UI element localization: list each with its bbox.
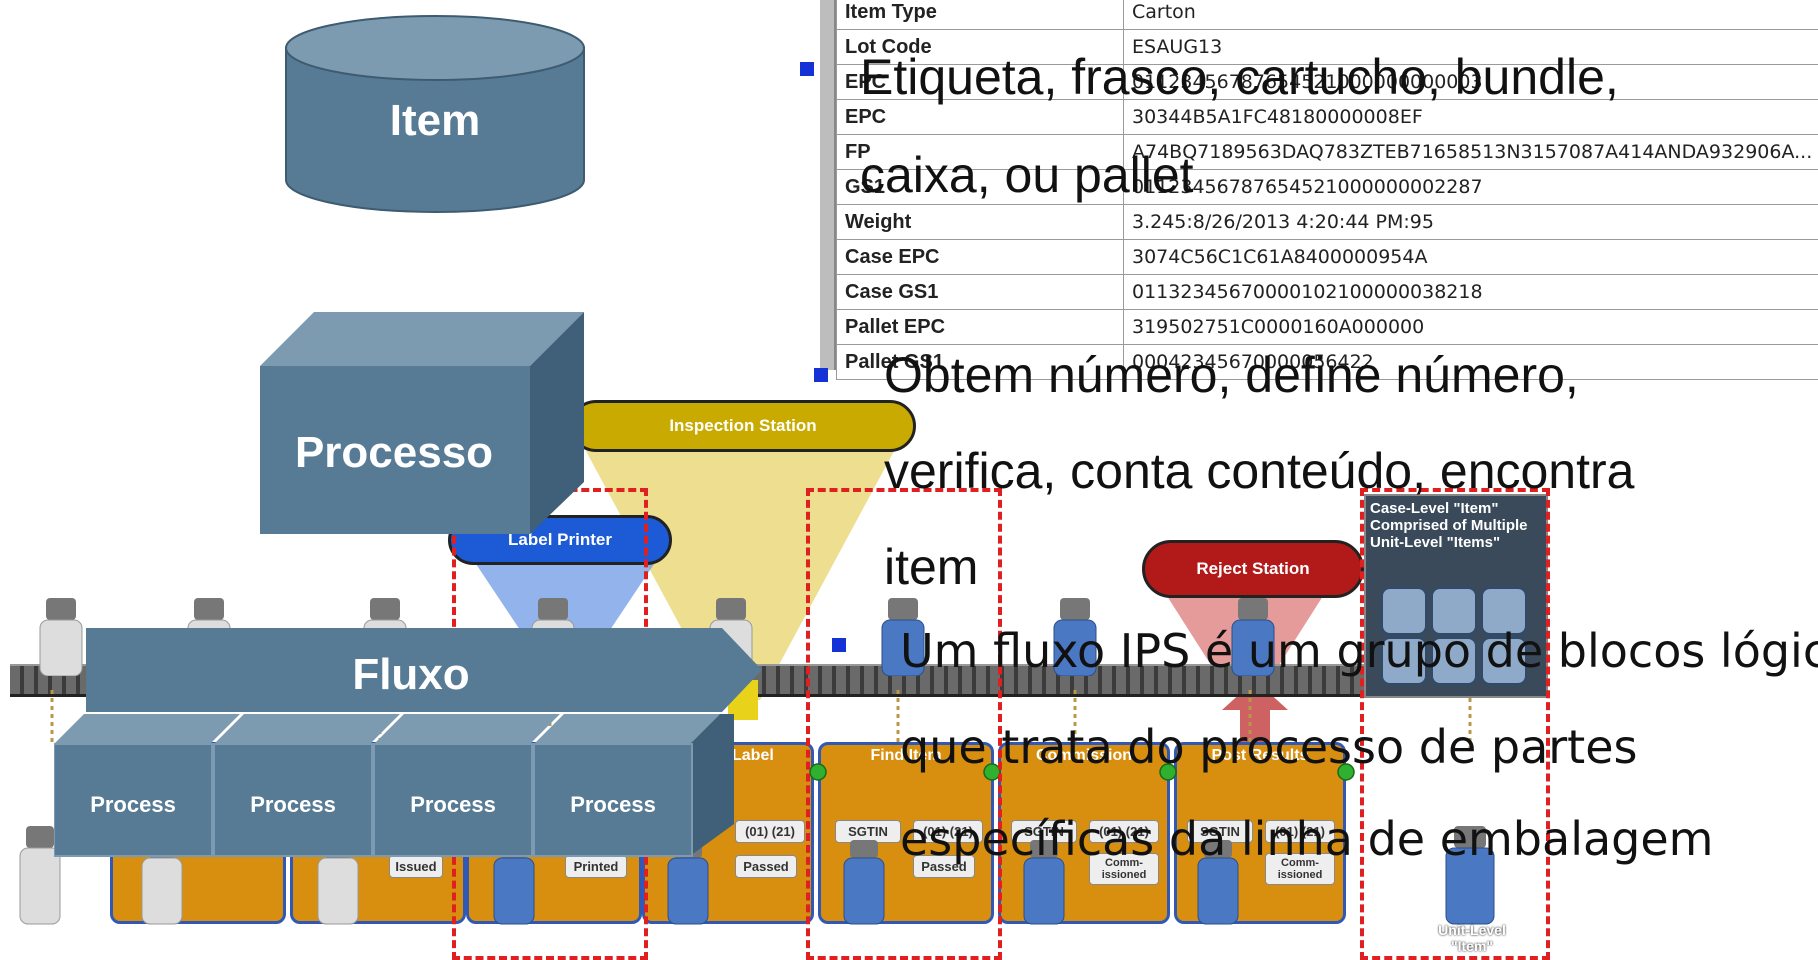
table-key: Case GS1 [836, 274, 1124, 310]
process-label: Process [250, 792, 336, 817]
block-title: Post Results [1211, 747, 1309, 764]
unit-level-bottle [1445, 826, 1495, 925]
chip: Passed [913, 855, 975, 878]
bottle [39, 598, 83, 676]
table-key: Pallet GS1 [836, 344, 1124, 380]
bottle [843, 840, 885, 925]
bottle [881, 598, 925, 676]
bullet-text: que trata do processo de partes [900, 720, 1638, 774]
case-bottles [1381, 587, 1527, 685]
connector-dots [809, 763, 1355, 781]
table-value: 01123456787654521000000000003 [1123, 64, 1818, 100]
item-cylinder [285, 15, 585, 213]
bottle [1053, 598, 1097, 676]
unit-level-line: "Item" [1450, 938, 1494, 954]
bottle [1231, 598, 1275, 676]
bullet-text: Etiqueta, frasco, cartucho, bundle, [860, 49, 1619, 105]
inspection-cone [580, 440, 900, 700]
table-value: ESAUG13 [1123, 29, 1818, 65]
chip: Comm-issioned [1265, 853, 1335, 885]
process-label: Process [570, 792, 656, 817]
reject-station: Reject Station [1142, 540, 1364, 598]
case-level-line: Comprised of Multiple [1370, 517, 1528, 534]
table-key: Pallet EPC [836, 309, 1124, 345]
unit-level-label: Unit-Level "Item" [1432, 922, 1512, 954]
item-label: Item [389, 96, 481, 145]
case-level-box: Case-Level "Item" Comprised of Multiple … [1364, 494, 1548, 698]
bottle [1197, 840, 1239, 925]
chip: (01) (21) [1089, 820, 1159, 843]
table-value: Carton [1123, 0, 1818, 30]
bullet-text: item [884, 539, 979, 595]
block-title: t Label [722, 747, 774, 764]
case-level-line: Unit-Level "Items" [1370, 534, 1501, 551]
reject-arrow [1222, 680, 1288, 750]
table-value: 319502751C0000160A000000 [1123, 309, 1818, 345]
process-label: Process [90, 792, 176, 817]
table-value: 01123456787654521000000002287 [1123, 169, 1818, 205]
block-title: Find Item [870, 747, 942, 764]
table-value: 3.245:8/26/2013 4:20:44 PM:95 [1123, 204, 1818, 240]
bottle [19, 826, 61, 925]
chip: (01) (21) [913, 820, 983, 843]
table-value: 00042345670000056422 [1123, 344, 1818, 380]
table-key: Lot Code [836, 29, 1124, 65]
chip: SGTIN [1011, 820, 1077, 843]
table-key: Item Type [836, 0, 1124, 30]
processo-label: Processo [294, 428, 494, 477]
chip: Passed [735, 855, 797, 878]
inspection-station: Inspection Station [570, 400, 916, 452]
table-key: EPC [836, 64, 1124, 100]
bullet-text: caixa, ou pallet [860, 147, 1194, 203]
table-value: 01132345670000102100000038218 [1123, 274, 1818, 310]
bullet-text: Um fluxo IPS é um grupo de blocos lógico… [900, 624, 1818, 678]
bottle [1023, 840, 1065, 925]
block-title: Commission [1035, 747, 1132, 764]
dashed-outline [806, 488, 1002, 960]
bullet-text: específicas da linha de embalagem [900, 812, 1714, 866]
process-cubes-back [54, 714, 734, 857]
fluxo-arrow [86, 628, 762, 712]
bullet-text: Obtem número, define número, [884, 347, 1579, 403]
table-key: EPC [836, 99, 1124, 135]
logic-block-commission: Commission SGTIN (01) (21) Comm-issioned [998, 742, 1170, 924]
table-value: A74BQ7189563DAQ783ZTEB71658513N3157087A4… [1123, 134, 1818, 170]
bullet-marker [832, 638, 846, 652]
status-chip: Printed [565, 855, 627, 878]
unit-level-line: Unit-Level [1438, 922, 1506, 938]
bullet-marker [814, 368, 828, 382]
dashed-outline [1360, 488, 1550, 960]
chip: Comm-issioned [1089, 853, 1159, 885]
table-frame [820, 0, 836, 370]
case-level-line: Case-Level "Item" [1370, 500, 1499, 517]
table-key: Case EPC [836, 239, 1124, 275]
chip: (01) (21) [735, 820, 805, 843]
table-value: 3074C56C1C61A8400000954A [1123, 239, 1818, 275]
table-key: GS1 [836, 169, 1124, 205]
chip: (01) (21) [1265, 820, 1335, 843]
processo-cube [260, 312, 584, 534]
process-label: Process [410, 792, 496, 817]
fluxo-label: Fluxo [352, 650, 470, 699]
table-key: Weight [836, 204, 1124, 240]
bullet-text: verifica, conta conteúdo, encontra [884, 443, 1635, 499]
bullet-marker [800, 62, 814, 76]
